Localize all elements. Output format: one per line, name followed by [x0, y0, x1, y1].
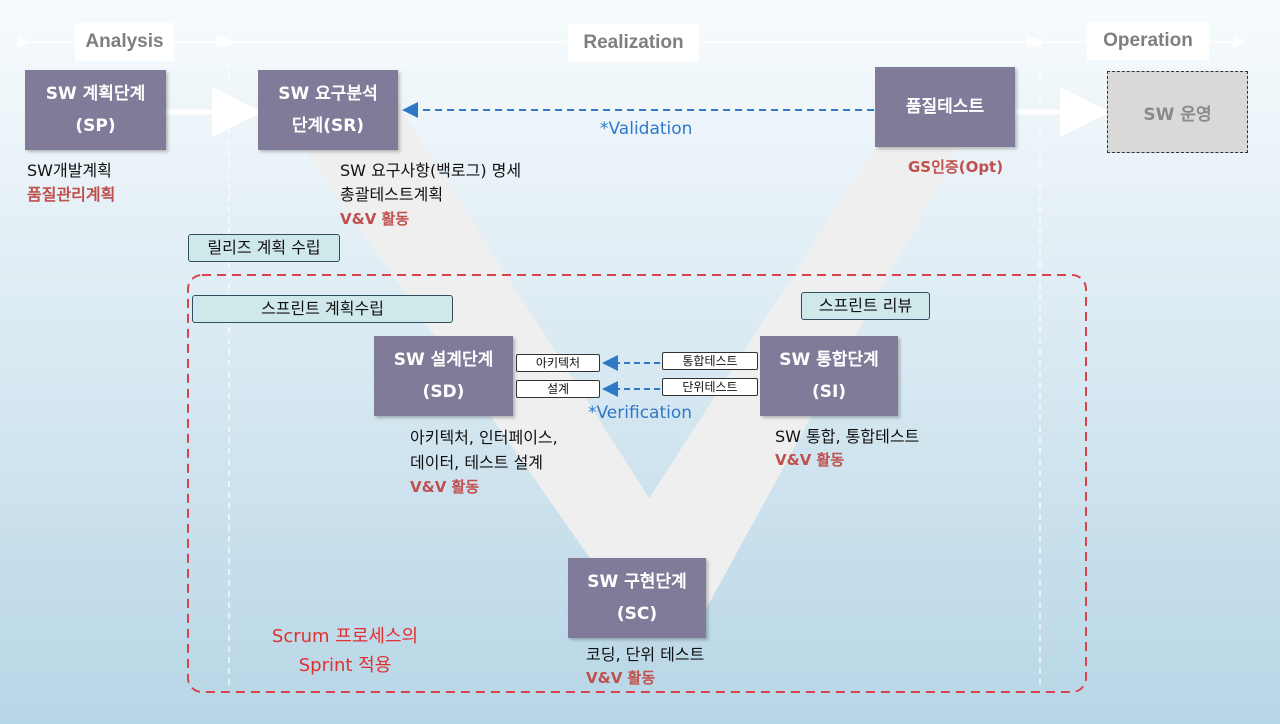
sc-box: SW 구현단계 (SC) [568, 558, 706, 638]
phase-analysis: Analysis [75, 23, 174, 61]
phase-operation: Operation [1087, 22, 1209, 60]
si-note-2: V&V 활동 [775, 451, 845, 469]
design-label: 설계 [516, 380, 600, 398]
si-note-1: SW 통합, 통합테스트 [775, 427, 920, 446]
sp-note-2: 품질관리계획 [27, 185, 116, 204]
sd-box-code: (SD) [422, 382, 465, 402]
sc-note-1: 코딩, 단위 테스트 [586, 645, 705, 664]
scrum-caption-line-2: Sprint 적용 [298, 655, 392, 676]
si-box: SW 통합단계 (SI) [760, 336, 898, 416]
scrum-caption: Scrum 프로세스의 Sprint 적용 [250, 622, 440, 680]
phase-realization: Realization [568, 24, 699, 62]
scrum-region [187, 274, 1087, 693]
operation-box-title: SW 운영 [1143, 104, 1212, 125]
sr-box-title: SW 요구분석 [278, 84, 378, 104]
sd-box: SW 설계단계 (SD) [374, 336, 513, 416]
scrum-caption-line-1: Scrum 프로세스의 [271, 626, 419, 647]
sp-box: SW 계획단계 (SP) [25, 70, 166, 150]
integration-test-label: 통합테스트 [662, 352, 758, 370]
operation-box: SW 운영 [1107, 71, 1248, 153]
sprint-review-label: 스프린트 리뷰 [801, 292, 930, 320]
sr-note-3: V&V 활동 [340, 210, 410, 228]
sp-box-code: (SP) [75, 116, 116, 136]
qt-box: 품질테스트 [875, 67, 1015, 147]
qt-box-title: 품질테스트 [905, 97, 985, 117]
sc-box-code: (SC) [616, 604, 658, 624]
sp-box-title: SW 계획단계 [45, 84, 146, 104]
unit-test-label: 단위테스트 [662, 378, 758, 396]
sr-box: SW 요구분석 단계(SR) [258, 70, 398, 150]
sc-box-title: SW 구현단계 [587, 572, 687, 592]
verification-label: *Verification [588, 403, 693, 423]
sr-note-2: 총괄테스트계획 [340, 185, 444, 204]
si-box-code: (SI) [811, 382, 847, 402]
release-plan-label: 릴리즈 계획 수립 [188, 234, 340, 262]
sd-box-title: SW 설계단계 [393, 350, 494, 370]
sc-note-2: V&V 활동 [586, 669, 656, 687]
sr-note-1: SW 요구사항(백로그) 명세 [340, 161, 522, 180]
sprint-plan-label: 스프린트 계획수립 [192, 295, 453, 323]
gs-note: GS인증(Opt) [908, 158, 1004, 176]
sd-note-1: 아키텍처, 인터페이스, [410, 428, 558, 447]
si-box-title: SW 통합단계 [779, 350, 879, 370]
validation-label: *Validation [600, 119, 693, 139]
sr-box-code: 단계(SR) [291, 116, 365, 136]
architecture-label: 아키텍처 [516, 354, 600, 372]
sd-note-2: 데이터, 테스트 설계 [410, 453, 544, 472]
sd-note-3: V&V 활동 [410, 478, 480, 496]
sp-note-1: SW개발계획 [27, 161, 112, 180]
